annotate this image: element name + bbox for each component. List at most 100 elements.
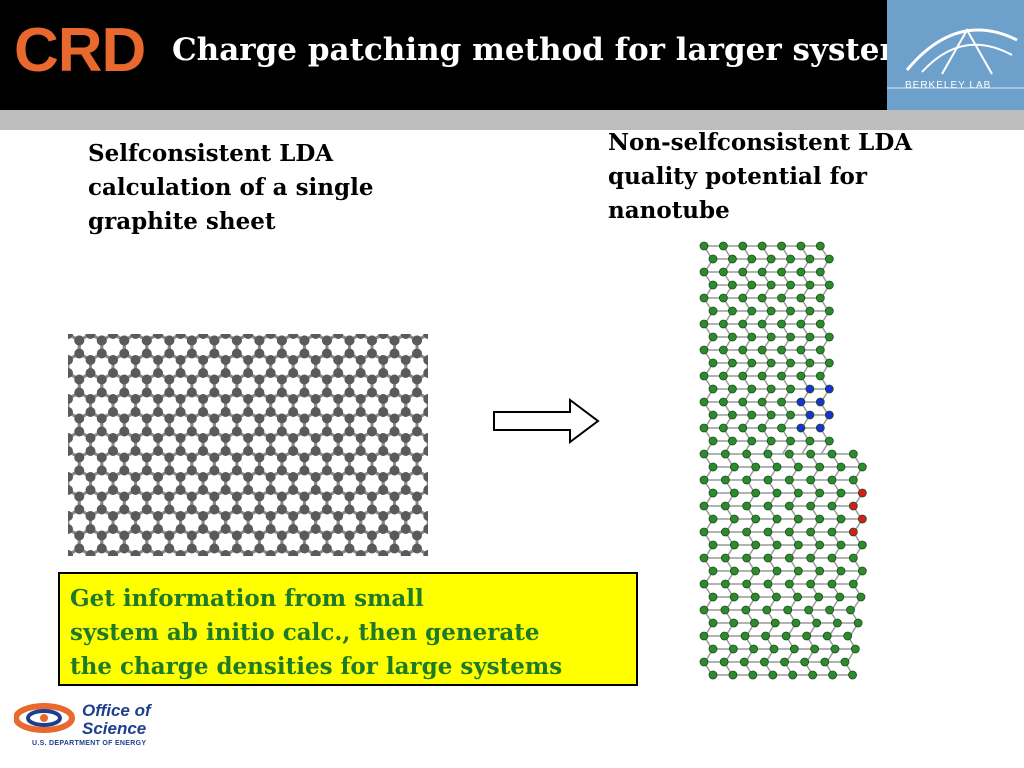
carbon-atom [276, 452, 287, 463]
nanotube-atom [699, 527, 709, 537]
nanotube-atom [699, 631, 709, 641]
nanotube-atom [747, 358, 757, 368]
nanotube-atom [772, 514, 782, 524]
nanotube-atom [784, 501, 794, 511]
carbon-atom [231, 374, 242, 385]
nanotube-atom [757, 267, 767, 277]
nanotube-atom [757, 371, 767, 381]
nanotube-atom [738, 241, 748, 251]
nanotube-atom [699, 605, 709, 615]
carbon-atom [130, 433, 141, 443]
carbon-atom [243, 334, 254, 339]
nanotube-atom [857, 488, 867, 498]
carbon-atom [366, 465, 377, 476]
nanotube-atom [805, 254, 815, 264]
carbon-atom [310, 433, 321, 443]
carbon-atom [366, 491, 377, 502]
nanotube-atom [738, 423, 748, 433]
carbon-atom [119, 387, 130, 398]
nanotube-atom [742, 553, 752, 563]
carbon-atom [344, 335, 355, 346]
nanotube-atom [857, 540, 867, 550]
carbon-atom [310, 334, 321, 339]
carbon-atom [85, 524, 96, 534]
carbon-atom [164, 335, 175, 346]
carbon-atom [310, 485, 321, 495]
carbon-atom [355, 511, 366, 521]
carbon-atom [108, 550, 119, 556]
carbon-atom [164, 413, 175, 424]
carbon-atom [265, 407, 276, 417]
carbon-atom [344, 413, 355, 424]
nanotube-atom [857, 514, 867, 524]
nanotube-atom [718, 267, 728, 277]
carbon-atom [141, 465, 152, 476]
nanotube-atom [777, 345, 786, 355]
nanotube-atom [848, 579, 858, 589]
nanotube-atom [738, 371, 748, 381]
nanotube-atom [747, 280, 757, 290]
nanotube-atom [766, 436, 776, 446]
nanotube-atom [814, 592, 824, 602]
carbon-atom [186, 504, 197, 515]
nanotube-atom [763, 553, 773, 563]
carbon-atom [96, 374, 107, 385]
carbon-atom [231, 504, 242, 515]
nanotube-atom [822, 631, 832, 641]
carbon-atom [220, 433, 231, 443]
carbon-atom [164, 530, 175, 541]
carbon-atom [74, 374, 85, 385]
nanotube-atom [777, 423, 786, 433]
carbon-atom [378, 433, 389, 443]
nanotube-atom [793, 488, 803, 498]
carbon-atom [209, 504, 220, 515]
carbon-atom [198, 511, 209, 521]
carbon-atom [220, 524, 231, 534]
nanotube-atom [720, 475, 730, 485]
nanotube-atom [772, 488, 782, 498]
carbon-atom [243, 511, 254, 521]
carbon-atom [423, 550, 428, 556]
carbon-atom [198, 407, 209, 417]
header-bar: CRD Charge patching method for larger sy… [0, 0, 1024, 110]
nanotube-atom [848, 501, 858, 511]
carbon-atom [186, 452, 197, 463]
carbon-atom [220, 334, 231, 339]
nanotube-atom [772, 462, 782, 472]
carbon-atom [378, 355, 389, 365]
berkeley-lab-emblem-icon [887, 27, 1024, 89]
carbon-atom [355, 334, 366, 339]
carbon-atom [119, 426, 130, 437]
nanotube-atom [708, 592, 718, 602]
nanotube-atom [850, 644, 860, 654]
carbon-atom [130, 394, 141, 404]
nanotube-atom [747, 306, 757, 316]
nanotube-atom [751, 540, 761, 550]
carbon-atom [389, 335, 400, 346]
carbon-atom [74, 426, 85, 437]
carbon-atom [412, 465, 423, 476]
nanotube-atom [777, 293, 786, 303]
carbon-atom [378, 472, 389, 482]
nanotube-atom [784, 475, 794, 485]
graphite-bonds [68, 334, 428, 556]
carbon-atom [74, 465, 85, 476]
carbon-atom [389, 413, 400, 424]
nanotube-atom [815, 397, 825, 407]
carbon-atom [355, 472, 366, 482]
nanotube-atom [699, 345, 709, 355]
carbon-atom [321, 426, 332, 437]
carbon-atom [310, 472, 321, 482]
carbon-atom [186, 543, 197, 554]
carbon-atom [423, 433, 428, 443]
nanotube-atom [796, 423, 806, 433]
carbon-atom [231, 387, 242, 398]
carbon-atom [153, 368, 164, 378]
nanotube-atom [708, 644, 718, 654]
carbon-atom [68, 334, 73, 339]
carbon-atom [164, 374, 175, 385]
nanotube-atom [784, 527, 794, 537]
carbon-atom [412, 491, 423, 502]
carbon-atom [108, 524, 119, 534]
carbon-atom [68, 368, 73, 378]
